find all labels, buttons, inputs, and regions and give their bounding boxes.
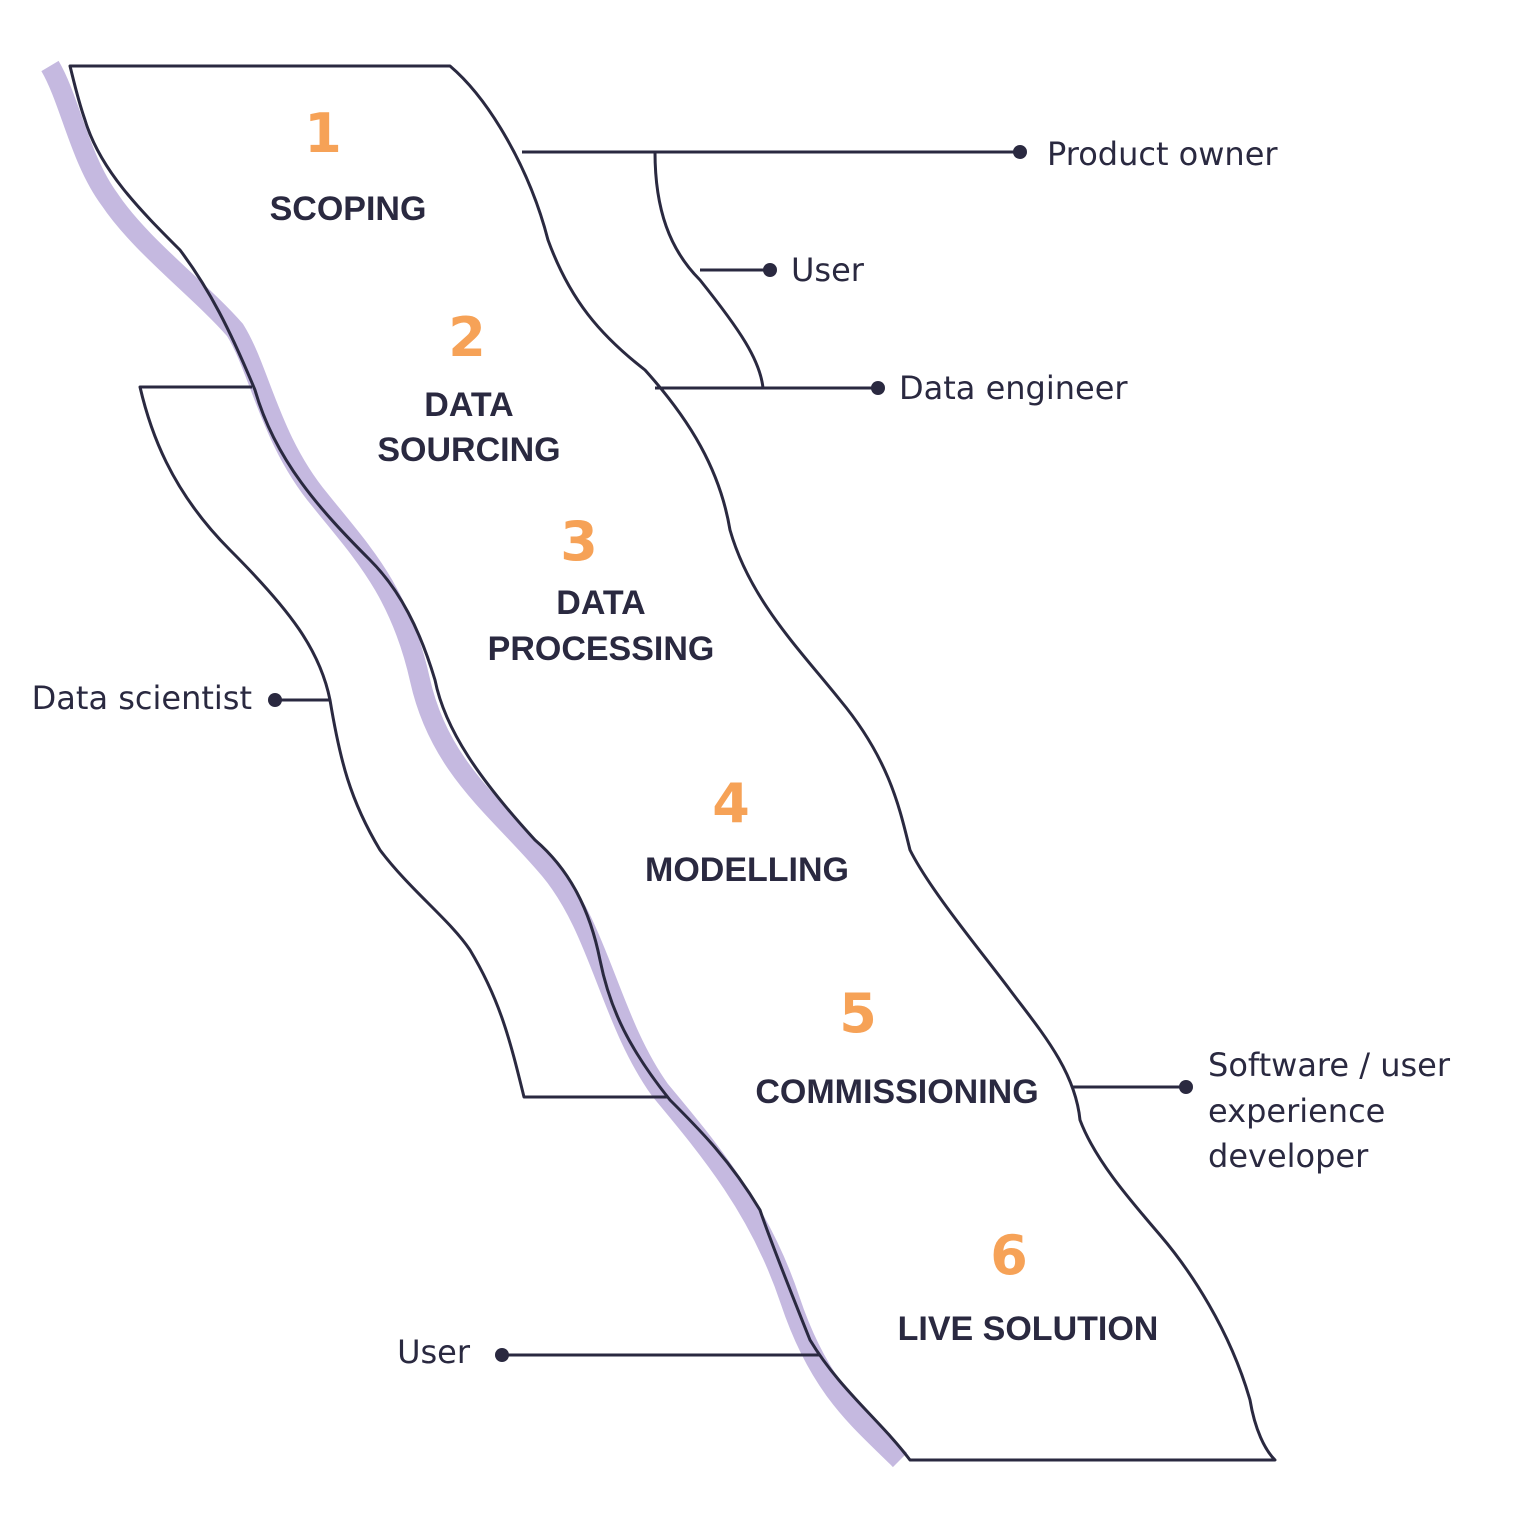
connector-lines bbox=[275, 150, 1186, 1357]
software-ux-dot bbox=[1179, 1080, 1193, 1094]
user-top-branch bbox=[653, 151, 765, 389]
connector-dots bbox=[268, 145, 1193, 1362]
stage-6-label: LIVE SOLUTION bbox=[898, 1310, 1159, 1348]
stage-1-number: 1 bbox=[304, 102, 342, 165]
stage-1-label: SCOPING bbox=[270, 190, 427, 228]
stage-2-number: 2 bbox=[448, 306, 486, 369]
role-software-ux-line-3: developer bbox=[1208, 1137, 1369, 1175]
user-top-dot bbox=[763, 263, 777, 277]
stage-3-label-line-1: DATA bbox=[556, 584, 645, 622]
data-scientist-dot bbox=[268, 693, 282, 707]
stage-2-label-line-2: SOURCING bbox=[377, 431, 560, 469]
role-data-scientist: Data scientist bbox=[32, 679, 252, 717]
stage-6-number: 6 bbox=[990, 1224, 1028, 1287]
stage-3-number: 3 bbox=[560, 510, 598, 573]
role-software-ux-line-1: Software / user bbox=[1208, 1046, 1451, 1084]
data-engineer-dot bbox=[871, 381, 885, 395]
role-data-engineer: Data engineer bbox=[899, 369, 1128, 407]
stage-4-number: 4 bbox=[712, 772, 750, 835]
stage-2-label-line-1: DATA bbox=[424, 386, 513, 424]
stage-5-label: COMMISSIONING bbox=[755, 1073, 1038, 1111]
stage-3-label-line-2: PROCESSING bbox=[488, 630, 715, 668]
stage-4-label: MODELLING bbox=[645, 851, 849, 889]
role-user-bottom: User bbox=[397, 1333, 471, 1371]
stage-5-number: 5 bbox=[839, 982, 877, 1045]
lavender-edge-band bbox=[41, 60, 908, 1468]
role-software-ux-line-2: experience bbox=[1208, 1092, 1385, 1130]
product-owner-dot bbox=[1013, 145, 1027, 159]
main-process-strip bbox=[68, 64, 1277, 1462]
role-user-top: User bbox=[791, 251, 865, 289]
role-product-owner: Product owner bbox=[1047, 135, 1278, 173]
data-scientist-strip bbox=[138, 385, 668, 1099]
user-bottom-dot bbox=[495, 1348, 509, 1362]
